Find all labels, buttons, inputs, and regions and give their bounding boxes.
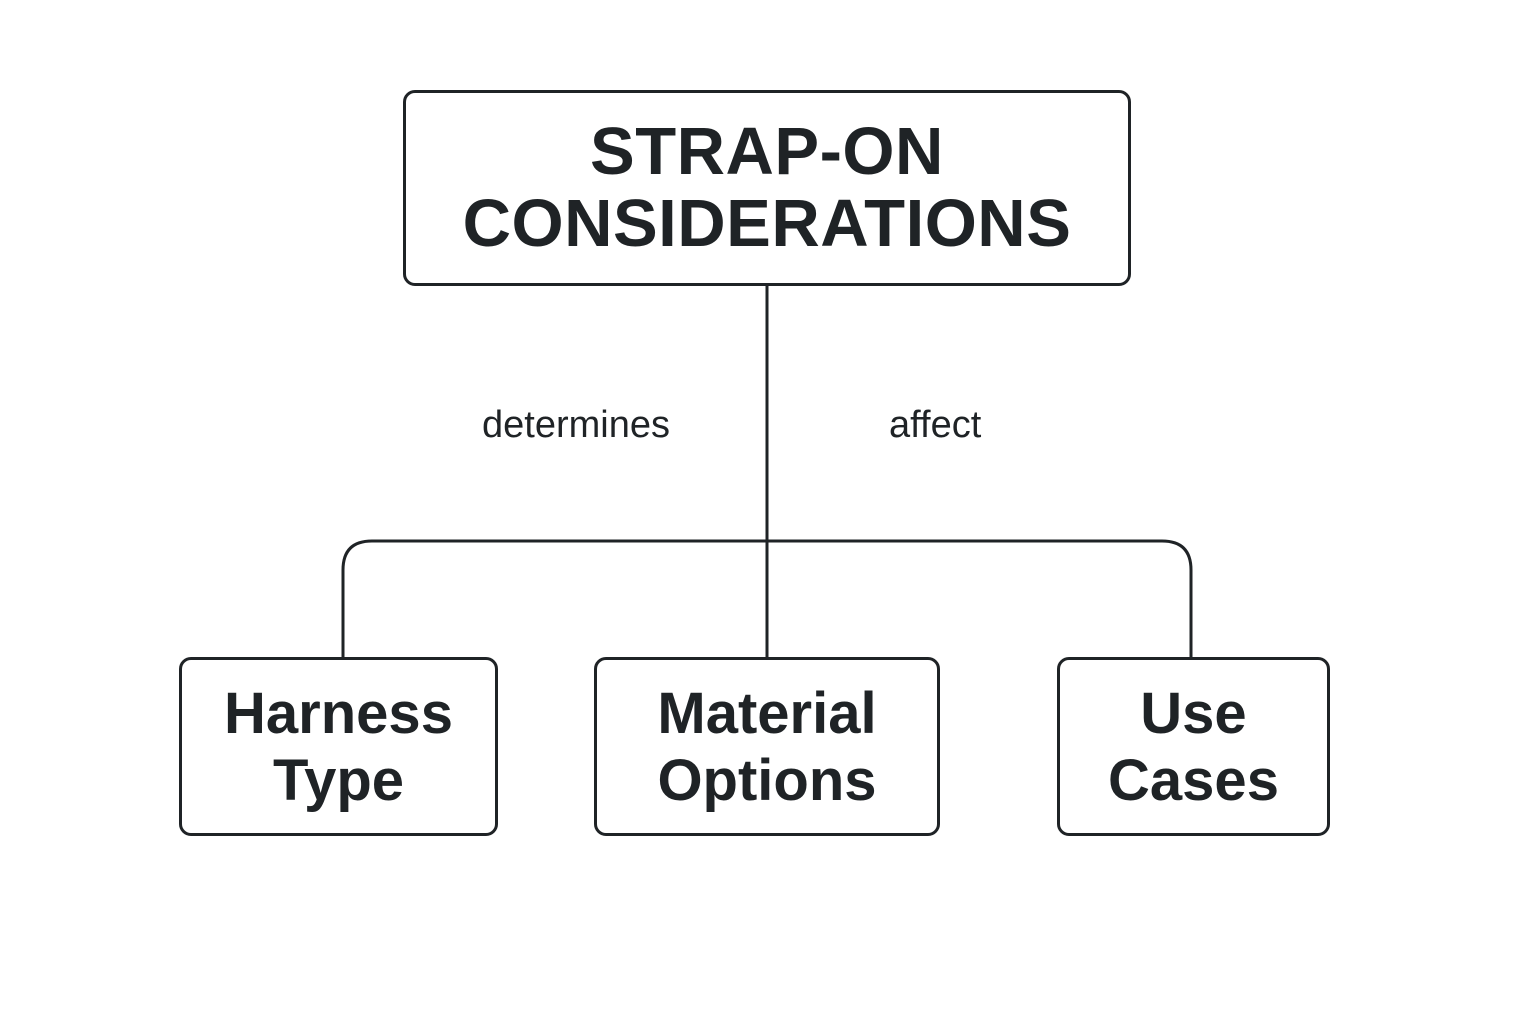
child-node-label-line-2: Options [657, 747, 877, 813]
child-node-label-line-2: Cases [1108, 747, 1279, 813]
child-node-label-line-1: Use [1140, 680, 1247, 746]
root-node: STRAP-ON CONSIDERATIONS [403, 90, 1131, 286]
child-node-use-cases: Use Cases [1057, 657, 1330, 836]
edge-label-affect: affect [889, 404, 982, 446]
child-node-label-line-2: Type [272, 747, 405, 813]
branch-connector [341, 539, 1193, 657]
child-node-label-line-1: Harness [224, 680, 453, 746]
child-node-harness-type: Harness Type [179, 657, 498, 836]
child-node-material-options: Material Options [594, 657, 940, 836]
child-node-label-line-1: Material [657, 680, 877, 746]
edge-label-determines: determines [482, 404, 670, 446]
root-node-line-1: STRAP-ON [590, 114, 944, 189]
root-node-line-2: CONSIDERATIONS [462, 186, 1072, 261]
